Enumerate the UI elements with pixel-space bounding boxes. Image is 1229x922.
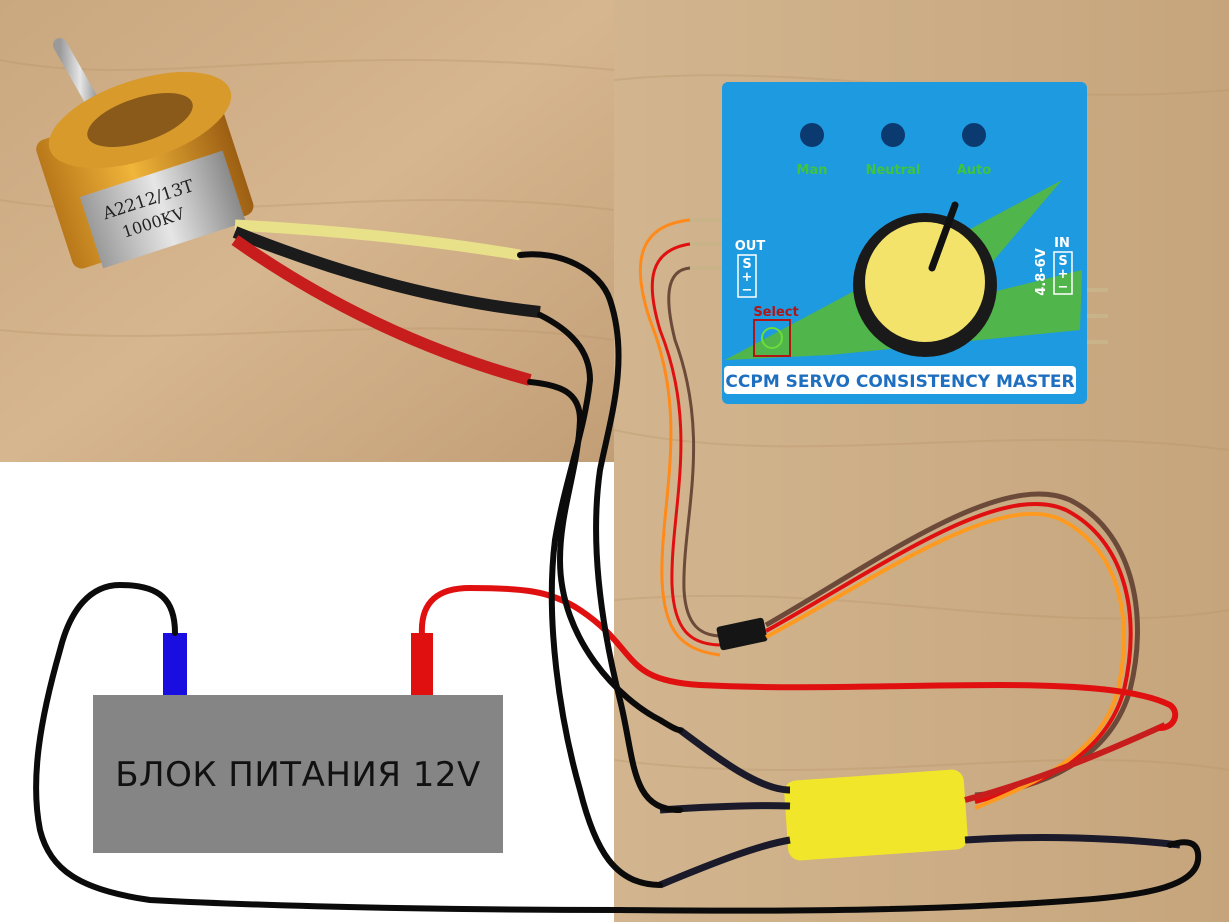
in-pin-box <box>1053 251 1073 295</box>
power-supply-box <box>93 695 503 853</box>
motor-label-band <box>79 150 246 269</box>
signal-wire-red <box>650 242 723 647</box>
esc-servo-plug <box>716 617 768 651</box>
tester-title: CCPM SERVO CONSISTENCY MASTER <box>725 372 1074 392</box>
esc-power-negative-lead <box>964 834 1181 849</box>
motor-to-esc-wire-1 <box>517 251 683 813</box>
signal-wire-brown <box>667 266 723 638</box>
voltage-label: 4.8-6V <box>1034 248 1049 296</box>
select-button-frame <box>753 319 791 357</box>
motor-wire-red <box>231 235 532 386</box>
select-label: Select <box>753 305 798 320</box>
out-pin-s: S <box>742 257 751 272</box>
mode-label-man: Man <box>797 163 828 178</box>
out-pin-minus: − <box>742 283 753 298</box>
out-label: OUT <box>735 239 766 254</box>
mode-label-auto: Auto <box>957 163 992 178</box>
psu-negative-terminal <box>163 633 187 695</box>
led-auto <box>962 123 986 147</box>
tester-pins <box>685 218 1108 344</box>
power-supply-label: БЛОК ПИТАНИЯ 12V <box>115 755 481 795</box>
brushless-motor: A2212/13T 1000KV <box>36 38 254 269</box>
esc-signal-cable-orange <box>765 511 1126 810</box>
knob <box>865 222 985 342</box>
black-power-wire <box>33 581 1202 914</box>
in-pin-minus: − <box>1058 280 1069 295</box>
motor-to-esc-wire-3 <box>527 379 683 733</box>
red-power-wire <box>418 584 1179 731</box>
knob-pointer <box>928 201 959 272</box>
signal-wire-orange <box>638 218 721 657</box>
in-pin-plus: + <box>1058 267 1069 282</box>
psu-positive-terminal <box>411 633 433 695</box>
servo-tester: Man Neutral Auto OUT S + − IN S + − 4.8-… <box>685 82 1108 404</box>
esc-signal-cable-red <box>765 502 1133 804</box>
in-pin-s: S <box>1058 254 1067 269</box>
in-label: IN <box>1054 236 1070 251</box>
motor-wire-yellow <box>234 219 521 261</box>
tester-title-plate <box>724 366 1076 394</box>
out-pin-box <box>737 254 757 298</box>
motor-to-esc-wire-2 <box>537 312 663 888</box>
esc-body <box>784 769 968 861</box>
esc-motor-lead-1 <box>677 727 791 794</box>
esc-power-positive-lead <box>964 722 1167 803</box>
select-button <box>761 327 783 349</box>
led-man <box>800 123 824 147</box>
mode-label-neutral: Neutral <box>866 163 921 178</box>
motor-wire-black <box>232 226 541 318</box>
led-neutral <box>881 123 905 147</box>
esc-motor-lead-3 <box>658 836 791 889</box>
out-pin-plus: + <box>742 270 753 285</box>
